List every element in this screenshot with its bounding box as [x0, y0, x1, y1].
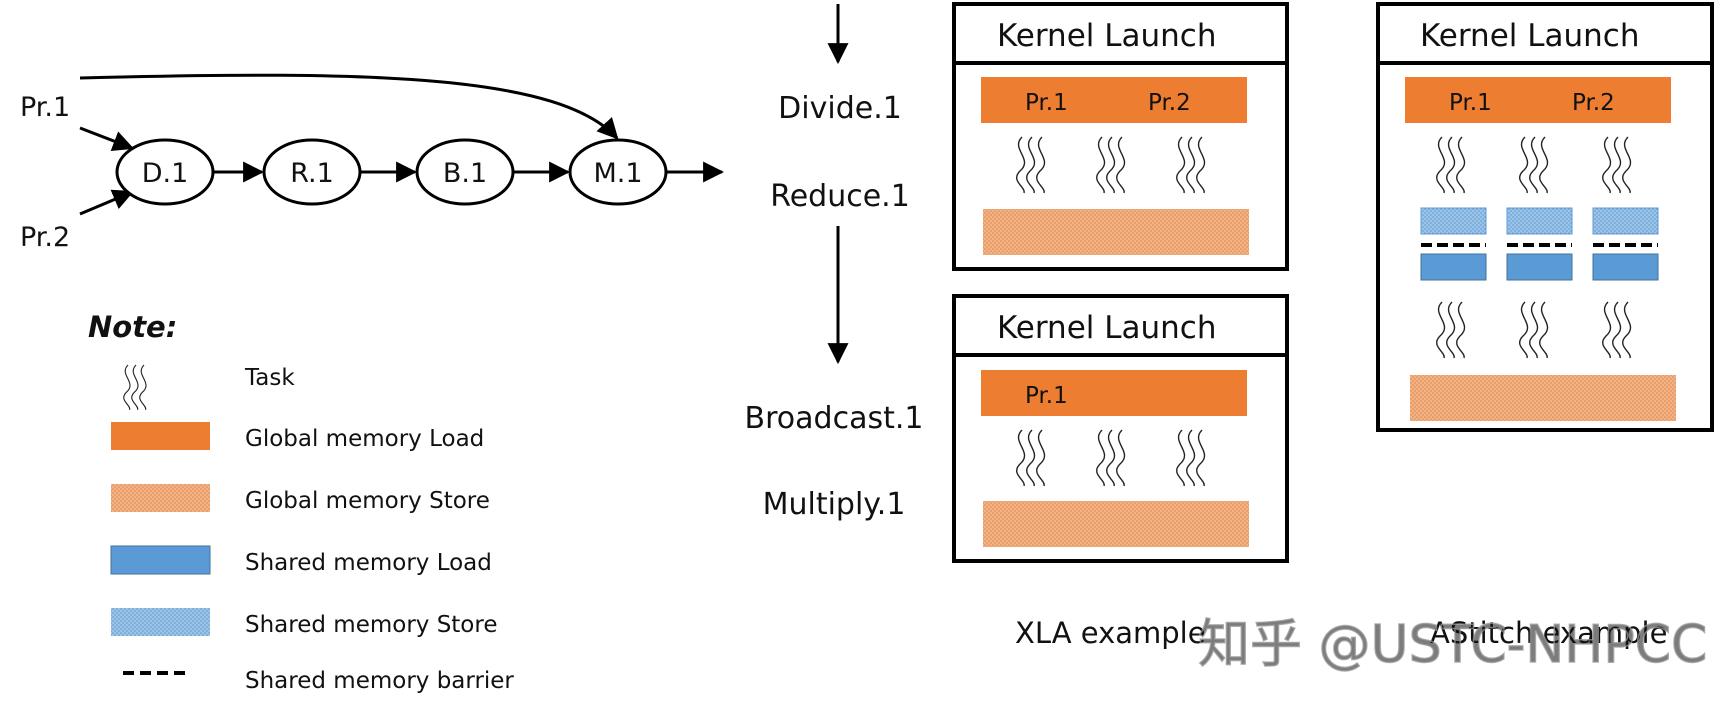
legend-label-global-store: Global memory Store	[245, 488, 490, 514]
astitch-kernel-global-load	[1405, 77, 1671, 123]
graph-node-label-m1: M.1	[593, 158, 642, 189]
astitch-kernel-title: Kernel Launch	[1420, 18, 1640, 54]
global-load-swatch	[111, 422, 210, 450]
astitch-caption: AStitch example	[1430, 616, 1667, 650]
legend-label-barrier: Shared memory barrier	[245, 668, 514, 694]
xla-kernel-2-global-store	[983, 501, 1249, 547]
astitch-kernel-load-pr1: Pr.1	[1449, 90, 1492, 116]
op-label-multiply: Multiply.1	[763, 487, 906, 522]
legend-title: Note:	[88, 310, 177, 344]
op-label-reduce: Reduce.1	[770, 179, 910, 214]
xla-caption: XLA example	[1015, 616, 1206, 650]
xla-kernel-2-title: Kernel Launch	[997, 310, 1217, 346]
astitch-shared-load	[1420, 253, 1487, 281]
xla-kernel-1-global-store	[983, 209, 1249, 255]
shared-store-swatch	[111, 608, 210, 636]
edge-pr1-to-d1	[79, 126, 134, 152]
astitch-shared-load	[1592, 253, 1659, 281]
edge-pr1-to-m1	[79, 73, 619, 140]
xla-kernel-2: Kernel Launch Pr.1	[952, 294, 1289, 563]
edge-pr2-to-d1	[79, 189, 134, 216]
xla-kernel-1-title: Kernel Launch	[997, 18, 1217, 54]
xla-kernel-1-load-pr1: Pr.1	[1025, 90, 1068, 116]
astitch-shared-store	[1420, 207, 1487, 235]
global-store-swatch	[111, 484, 210, 512]
astitch-kernel: Kernel Launch Pr.1 Pr.2	[1376, 2, 1714, 432]
graph-node-label-r1: R.1	[290, 158, 334, 189]
graph-node-label-b1: B.1	[443, 158, 487, 189]
xla-kernel-1-global-load	[981, 77, 1247, 123]
xla-kernel-2-load-pr1: Pr.1	[1025, 383, 1068, 409]
astitch-shared-load	[1506, 253, 1573, 281]
computation-graph: Pr.1 Pr.2 D.1 R.1 B.1 M.1	[20, 73, 725, 253]
legend: Note: Task Global memory Load Global mem…	[88, 310, 514, 694]
legend-label-shared-store: Shared memory Store	[245, 612, 497, 638]
watermark: 知乎 @USTC-NHPCC	[1198, 615, 1707, 675]
op-label-broadcast: Broadcast.1	[745, 401, 924, 436]
xla-kernel-2-global-load	[981, 370, 1247, 416]
astitch-shared-store	[1506, 207, 1573, 235]
legend-label-task: Task	[244, 365, 295, 391]
graph-input-label-pr2: Pr.2	[20, 222, 70, 253]
shared-load-swatch	[110, 545, 211, 575]
graph-node-label-d1: D.1	[142, 158, 189, 189]
astitch-kernel-global-store	[1410, 375, 1676, 421]
astitch-kernel-load-pr2: Pr.2	[1572, 90, 1615, 116]
astitch-shared-store	[1592, 207, 1659, 235]
op-column: Divide.1 Reduce.1 Broadcast.1 Multiply.1	[745, 4, 924, 522]
xla-kernel-1-load-pr2: Pr.2	[1148, 90, 1191, 116]
legend-label-shared-load: Shared memory Load	[245, 550, 492, 576]
xla-kernel-1: Kernel Launch Pr.1 Pr.2	[952, 2, 1289, 271]
op-label-divide: Divide.1	[778, 91, 902, 126]
legend-label-global-load: Global memory Load	[245, 426, 484, 452]
graph-input-label-pr1: Pr.1	[20, 92, 70, 123]
task-squiggle-icon	[123, 364, 147, 411]
